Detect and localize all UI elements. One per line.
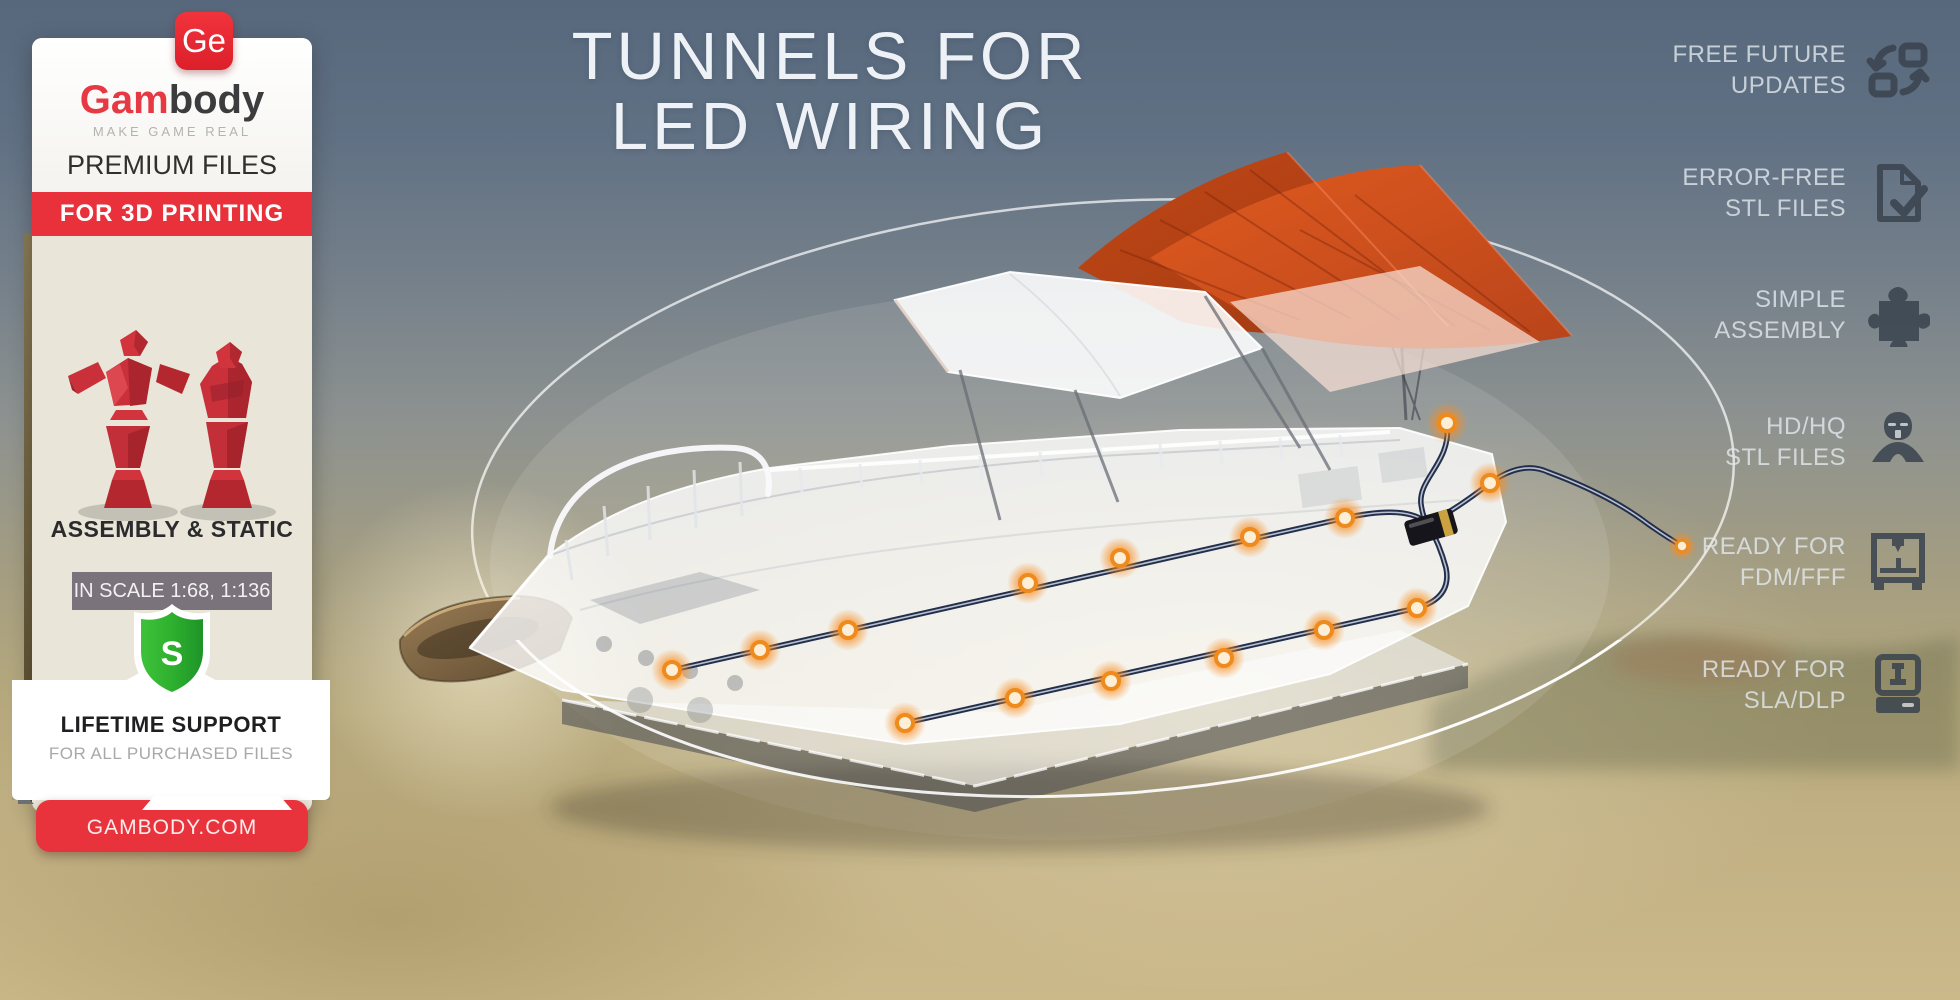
page-title: TUNNELS FOR LED WIRING: [520, 22, 1140, 161]
led-dot: [1005, 688, 1025, 708]
led-dot: [1314, 620, 1334, 640]
led-dot: [1214, 648, 1234, 668]
boat-shadow: [550, 764, 1490, 852]
scale-badge: IN SCALE 1:68, 1:136: [72, 572, 272, 610]
hills-background: [1430, 634, 1960, 770]
benefit-label-line1: HD/HQ: [1766, 412, 1846, 440]
benefit-label: SIMPLE ASSEMBLY: [1714, 284, 1846, 346]
boat-hull: [468, 426, 1508, 746]
title-line-1: TUNNELS FOR: [571, 19, 1089, 94]
figurine-shadow-left: [78, 503, 178, 521]
title-line-2: LED WIRING: [610, 88, 1050, 164]
led-dot: [895, 713, 915, 733]
benefit-label: HD/HQ STL FILES: [1725, 411, 1846, 473]
led-dot: [1335, 508, 1355, 528]
benefit-label-line2: UPDATES: [1730, 72, 1846, 99]
benefit-label: READY FOR SLA/DLP: [1702, 654, 1846, 716]
for-3d-printing-banner: FOR 3D PRINTING: [32, 192, 312, 236]
benefit-label: ERROR-FREE STL FILES: [1682, 162, 1846, 224]
document-check-icon: [1877, 164, 1928, 222]
benefit-ready-sla: READY FOR SLA/DLP: [1702, 639, 1930, 731]
sync-icon: [1866, 42, 1930, 98]
card-bottom-tab: [142, 796, 292, 810]
benefit-simple-assembly: SIMPLE ASSEMBLY: [1714, 269, 1930, 361]
benefit-label-line1: ERROR-FREE: [1682, 163, 1846, 191]
led-dot: [1437, 413, 1457, 433]
assembly-static-label: ASSEMBLY & STATIC: [50, 516, 294, 542]
led-dot: [662, 660, 682, 680]
purchased-files-label: FOR ALL PURCHASED FILES: [48, 744, 294, 763]
shield-letter: S: [161, 635, 184, 673]
led-dot: [1480, 473, 1500, 493]
brand-card-header: [32, 38, 312, 192]
benefit-free-updates: FREE FUTURE UPDATES: [1673, 24, 1931, 116]
scale-badge-label: IN SCALE 1:68, 1:136: [73, 579, 271, 602]
lifetime-support-label: LIFETIME SUPPORT: [60, 712, 282, 737]
canopy: [893, 266, 1540, 521]
led-dot: [1101, 671, 1121, 691]
benefit-label: READY FOR FDM/FFF: [1702, 531, 1846, 593]
brand-wordmark: Gambody: [32, 78, 312, 123]
led-dot: [1018, 573, 1038, 593]
benefit-label-line1: READY FOR: [1701, 655, 1846, 683]
benefit-label-line1: READY FOR: [1701, 532, 1846, 560]
premium-files-label: PREMIUM FILES: [66, 150, 278, 180]
led-dot: [1110, 548, 1130, 568]
benefit-hd-hq: HD/HQ STL FILES: [1725, 396, 1930, 488]
sla-printer-icon: [1875, 654, 1921, 713]
fdm-printer-icon: [1871, 533, 1925, 590]
figurine-static: [200, 342, 252, 508]
sidebar-depth-edge: [24, 234, 33, 804]
bow-railing: [547, 444, 772, 581]
led-dot: [1675, 539, 1690, 554]
benefit-label-line2: SLA/DLP: [1743, 687, 1846, 714]
website-label: GAMBODY.COM: [86, 816, 258, 839]
figurine-illustration: [32, 236, 312, 566]
benefit-label-line2: FDM/FFF: [1739, 564, 1846, 591]
led-dots-layer: [651, 402, 1697, 744]
led-dot: [1407, 598, 1427, 618]
benefit-label-line2: STL FILES: [1725, 444, 1846, 471]
led-dot: [750, 640, 770, 660]
benefit-label-line2: ASSEMBLY: [1714, 317, 1846, 344]
figurine-assembly: [68, 330, 190, 508]
brand-wordmark-gam: Gam: [79, 78, 169, 122]
brand-wordmark-body: body: [168, 78, 265, 122]
shield-body: [141, 612, 203, 692]
benefit-label-line1: SIMPLE: [1754, 285, 1846, 313]
benefit-ready-fdm: READY FOR FDM/FFF: [1702, 516, 1930, 608]
benefit-label: FREE FUTURE UPDATES: [1673, 39, 1847, 101]
support-shield: S: [130, 602, 214, 704]
ge-logo: Ge: [175, 12, 233, 70]
led-dot: [1240, 527, 1260, 547]
ge-logo-label: Ge: [181, 22, 227, 59]
helmet-icon: [1872, 412, 1924, 462]
orbit-ring-front: [470, 640, 1736, 799]
puzzle-icon: [1868, 287, 1930, 347]
led-dot: [838, 620, 858, 640]
battery-connector: [1404, 508, 1458, 546]
benefit-label-line2: STL FILES: [1725, 195, 1846, 222]
benefit-error-free: ERROR-FREE STL FILES: [1682, 147, 1930, 239]
brand-tagline: MAKE GAME REAL: [92, 124, 252, 139]
hill-tint: [1610, 636, 1790, 684]
benefit-label-line1: FREE FUTURE: [1672, 40, 1846, 68]
for-3d-printing-label: FOR 3D PRINTING: [59, 200, 285, 227]
